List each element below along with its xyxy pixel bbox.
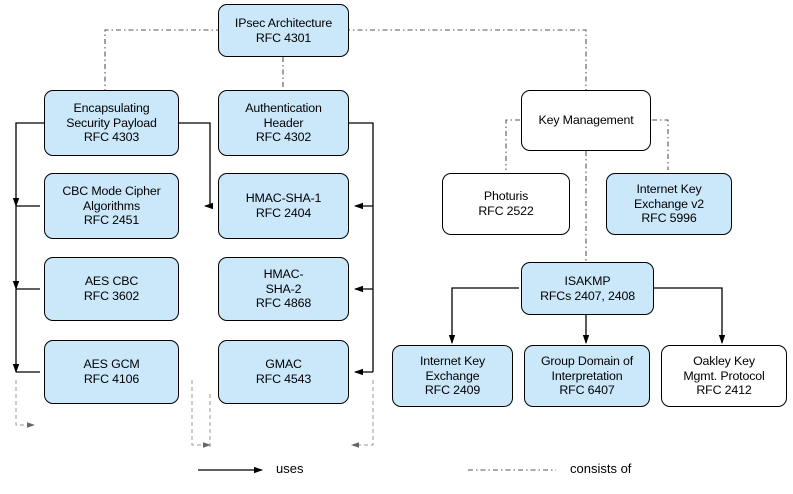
node-line: Photuris [483, 189, 529, 204]
node-line: Interpretation [551, 368, 623, 383]
node-line: Encapsulating [73, 101, 150, 116]
edge-esp-to-hmacsha1 [178, 122, 213, 210]
node-line: RFC 2412 [696, 383, 752, 398]
node-hmac-sha-1[interactable]: HMAC-SHA-1 RFC 2404 [218, 173, 349, 239]
node-line: RFC 4301 [255, 30, 312, 45]
node-line: RFC 4868 [255, 296, 312, 311]
stub-left [15, 380, 35, 428]
node-encapsulating-security-payload[interactable]: Encapsulating Security Payload RFC 4303 [44, 90, 179, 156]
node-aes-cbc[interactable]: AES CBC RFC 3602 [44, 257, 179, 321]
node-line: RFC 6407 [559, 383, 615, 398]
node-line: RFC 5996 [641, 211, 697, 226]
stub-right [351, 380, 374, 448]
node-line: HMAC-SHA-1 [245, 191, 322, 206]
node-line: GMAC [265, 357, 302, 372]
node-line: AES GCM [83, 357, 140, 372]
node-line: Key Management [538, 113, 634, 128]
node-line: RFC 2409 [424, 383, 481, 398]
node-photuris[interactable]: Photuris RFC 2522 [442, 173, 570, 235]
node-line: RFC 4302 [255, 130, 312, 145]
edge-isakmp-to-ike [448, 287, 519, 344]
node-internet-key-exchange[interactable]: Internet Key Exchange RFC 2409 [392, 345, 513, 407]
node-line: Group Domain of [540, 354, 634, 369]
node-line: Internet Key [419, 354, 485, 369]
node-line: RFC 2451 [83, 213, 140, 228]
node-gmac[interactable]: GMAC RFC 4543 [218, 340, 349, 404]
node-line: SHA-2 [265, 281, 302, 296]
uses-edges-isakmp [448, 287, 726, 344]
node-line: CBC Mode Cipher [62, 184, 161, 199]
node-aes-gcm[interactable]: AES GCM RFC 4106 [44, 340, 179, 404]
edge-ipsec-to-esp [104, 29, 246, 90]
node-hmac-sha-2[interactable]: HMAC- SHA-2 RFC 4868 [218, 257, 349, 321]
node-line: Mgmt. Protocol [683, 368, 765, 383]
node-oakley-key-mgmt-protocol[interactable]: Oakley Key Mgmt. Protocol RFC 2412 [661, 345, 787, 407]
edge-isakmp-to-oakley [654, 287, 726, 344]
node-line: IPsec Architecture [234, 15, 333, 30]
node-line: RFC 2404 [255, 206, 312, 220]
node-line: Algorithms [82, 198, 141, 213]
node-line: ISAKMP [564, 273, 611, 288]
edge-ipsec-to-km [320, 29, 587, 90]
node-line: Internet Key [636, 182, 702, 197]
node-line: AES CBC [84, 274, 139, 289]
node-line: RFC 4106 [83, 372, 140, 386]
node-line: Exchange v2 [634, 196, 704, 211]
node-ipsec-architecture[interactable]: IPsec Architecture RFC 4301 [218, 4, 349, 57]
node-internet-key-exchange-v2[interactable]: Internet Key Exchange v2 RFC 5996 [606, 173, 732, 235]
node-line: Oakley Key [693, 354, 755, 369]
node-line: HMAC- [263, 267, 304, 282]
node-key-management[interactable]: Key Management [521, 90, 651, 151]
node-isakmp[interactable]: ISAKMP RFCs 2407, 2408 [521, 262, 654, 315]
node-line: RFC 4543 [255, 372, 312, 386]
node-line: Authentication [245, 101, 322, 116]
node-line: RFC 4303 [83, 130, 140, 145]
stub-mid [191, 380, 211, 448]
node-group-domain-of-interpretation[interactable]: Group Domain of Interpretation RFC 6407 [524, 345, 650, 407]
node-line: Security Payload [66, 115, 157, 130]
edge-ah-bus [348, 122, 374, 206]
uses-edges-esp [12, 122, 213, 373]
node-authentication-header[interactable]: Authentication Header RFC 4302 [218, 90, 349, 156]
node-line: Exchange [425, 368, 480, 383]
legend-uses-label: uses [276, 461, 304, 476]
node-line: RFC 2522 [478, 204, 534, 218]
legend-consists-of-label: consists of [570, 461, 632, 476]
node-cbc-mode-cipher-algorithms[interactable]: CBC Mode Cipher Algorithms RFC 2451 [44, 173, 179, 239]
uses-edges-ah [348, 122, 374, 376]
trailing-consists-of-stubs [15, 380, 374, 448]
edge-esp-to-cbc [12, 122, 46, 207]
node-line: RFC 3602 [83, 289, 140, 303]
node-line: Header [263, 115, 304, 130]
node-line: RFCs 2407, 2408 [540, 288, 635, 303]
